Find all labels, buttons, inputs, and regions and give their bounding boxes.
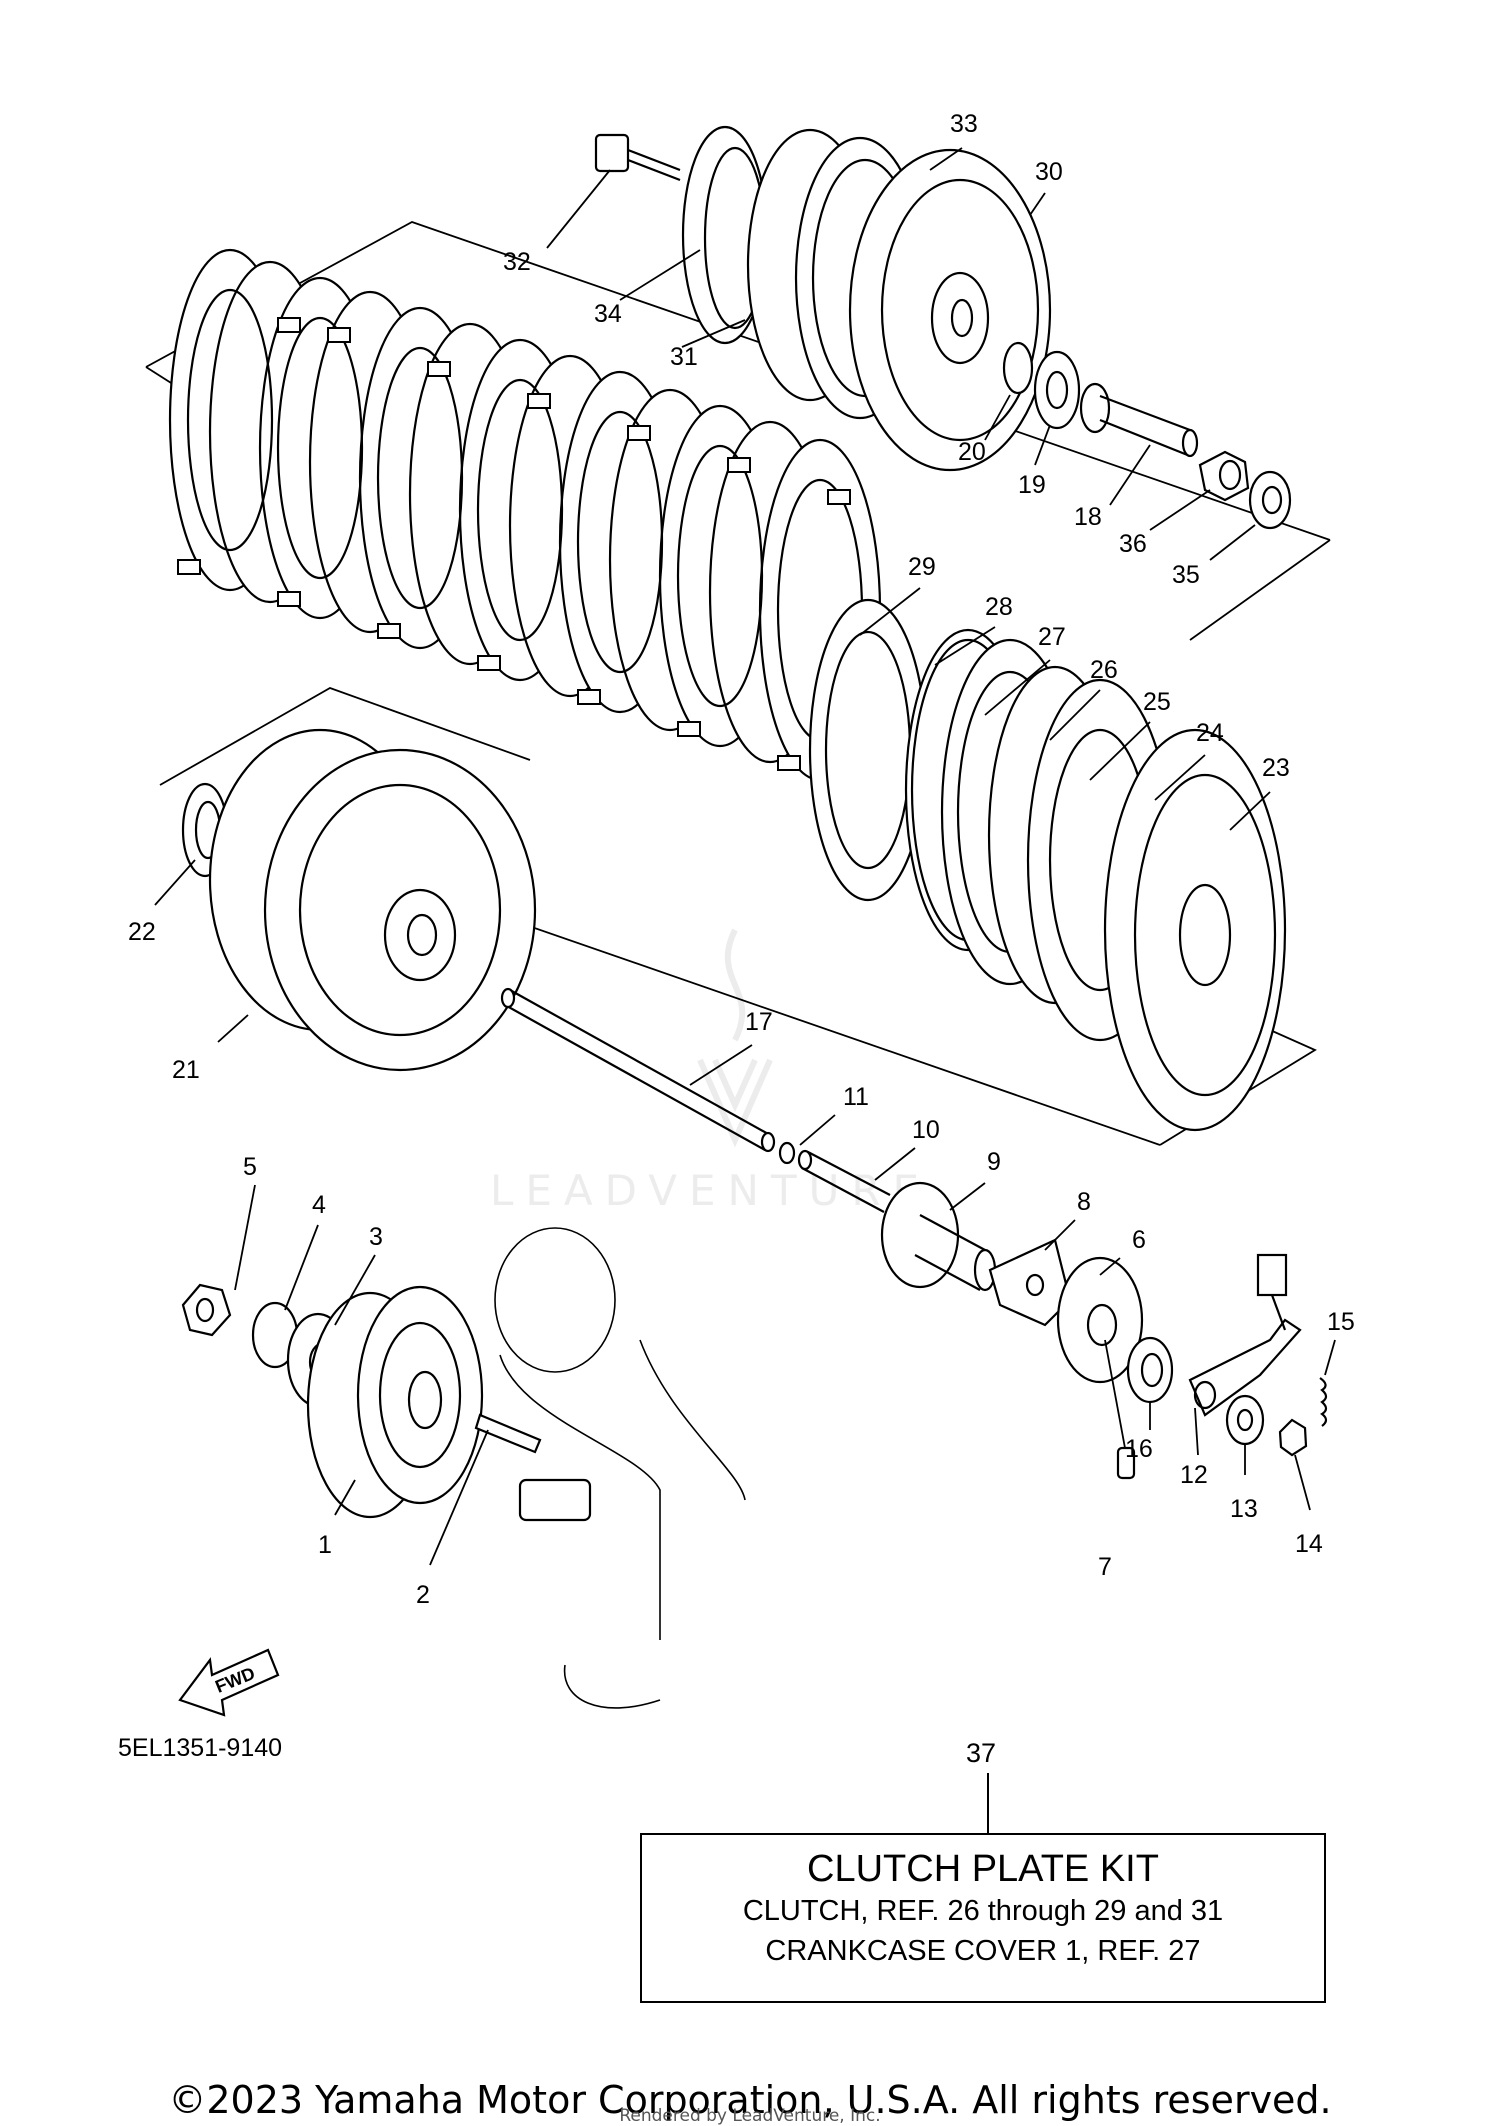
callout-35: 35	[1172, 561, 1200, 589]
clutch-plate-kit-box: CLUTCH PLATE KIT CLUTCH, REF. 26 through…	[640, 1833, 1326, 2003]
callout-37-leader	[987, 1773, 989, 1833]
primary-drive-gear-1	[306, 1285, 484, 1519]
callout-10: 10	[912, 1116, 940, 1144]
callout-1: 1	[318, 1531, 332, 1559]
callout-26: 26	[1090, 656, 1118, 684]
nut-36	[1198, 450, 1250, 502]
nut-14	[1278, 1418, 1308, 1457]
push-lever-12	[1188, 1253, 1302, 1417]
callout-18: 18	[1074, 503, 1102, 531]
callout-17: 17	[745, 1008, 773, 1036]
callout-32: 32	[503, 248, 531, 276]
callout-21: 21	[172, 1056, 200, 1084]
ball-11	[778, 1141, 796, 1165]
callout-11: 11	[843, 1083, 869, 1111]
bearing-19	[1033, 350, 1081, 430]
callout-23: 23	[1262, 754, 1290, 782]
diagram-code: 5EL1351-9140	[118, 1734, 283, 1762]
callout-22: 22	[128, 918, 156, 946]
primary-driven-housing-21	[208, 728, 537, 1072]
bolt-32	[594, 133, 681, 182]
callout-5: 5	[243, 1153, 257, 1181]
leader-lines	[154, 147, 1336, 1566]
callout-25: 25	[1143, 688, 1171, 716]
callout-27: 27	[1038, 623, 1066, 651]
push-rod-10	[797, 1149, 891, 1213]
primary-driven-gear-30	[848, 148, 1052, 472]
callout-6: 6	[1132, 1226, 1146, 1254]
nut-5	[181, 1283, 232, 1337]
callout-16: 16	[1125, 1435, 1153, 1463]
callout-8: 8	[1077, 1188, 1091, 1216]
spring-15	[1319, 1377, 1328, 1427]
fwd-arrow-icon: FWD	[178, 1648, 280, 1717]
callout-12: 12	[1180, 1461, 1208, 1489]
watermark-text: LEADVENTURE	[490, 1166, 931, 1215]
callout-33: 33	[950, 110, 978, 138]
rendered-by-credit: Rendered by LeadVenture, Inc.	[619, 2106, 881, 2126]
crankshaft-outline	[494, 1227, 746, 1709]
kit-line-clutch: CLUTCH, REF. 26 through 29 and 31	[742, 1895, 1224, 1927]
clutch-plate-stack	[168, 248, 882, 782]
lock-washer-35	[1248, 470, 1292, 530]
callout-37: 37	[966, 1738, 997, 1768]
washer-20	[1002, 341, 1034, 395]
callout-7: 7	[1098, 1553, 1112, 1581]
callout-9: 9	[987, 1148, 1001, 1176]
callout-20: 20	[958, 438, 986, 466]
push-lever-9	[880, 1181, 997, 1292]
pressure-plate-23	[1103, 728, 1287, 1132]
kit-title: CLUTCH PLATE KIT	[807, 1848, 1159, 1890]
oil-seal-16	[1126, 1336, 1174, 1404]
callout-13: 13	[1230, 1495, 1258, 1523]
callout-24: 24	[1196, 719, 1224, 747]
callout-28: 28	[985, 593, 1013, 621]
callout-34: 34	[594, 300, 622, 328]
callout-4: 4	[312, 1191, 326, 1219]
callout-31: 31	[670, 343, 698, 371]
key-2	[474, 1413, 542, 1454]
kit-line-crankcase: CRANKCASE COVER 1, REF. 27	[765, 1935, 1201, 1967]
callout-30: 30	[1035, 158, 1063, 186]
callout-3: 3	[369, 1223, 383, 1251]
callout-36: 36	[1119, 530, 1147, 558]
washer-6	[1056, 1256, 1144, 1384]
callout-numbers: 33 30 32 34 31 20 19 18 36 35 29 28 27 2…	[128, 110, 1355, 1609]
callout-15: 15	[1327, 1308, 1355, 1336]
callout-19: 19	[1018, 471, 1046, 499]
callout-2: 2	[416, 1581, 430, 1609]
gasket-34	[681, 125, 769, 345]
push-rod-17	[500, 987, 776, 1153]
callout-14: 14	[1295, 1530, 1323, 1558]
copyright-notice: ©2023 Yamaha Motor Corporation, U.S.A. A…	[168, 2078, 1332, 2122]
callout-29: 29	[908, 553, 936, 581]
push-rod-18	[1079, 382, 1199, 458]
pin-7	[1116, 1446, 1136, 1480]
washer-13	[1225, 1394, 1265, 1446]
watermark-logo	[697, 928, 773, 1148]
